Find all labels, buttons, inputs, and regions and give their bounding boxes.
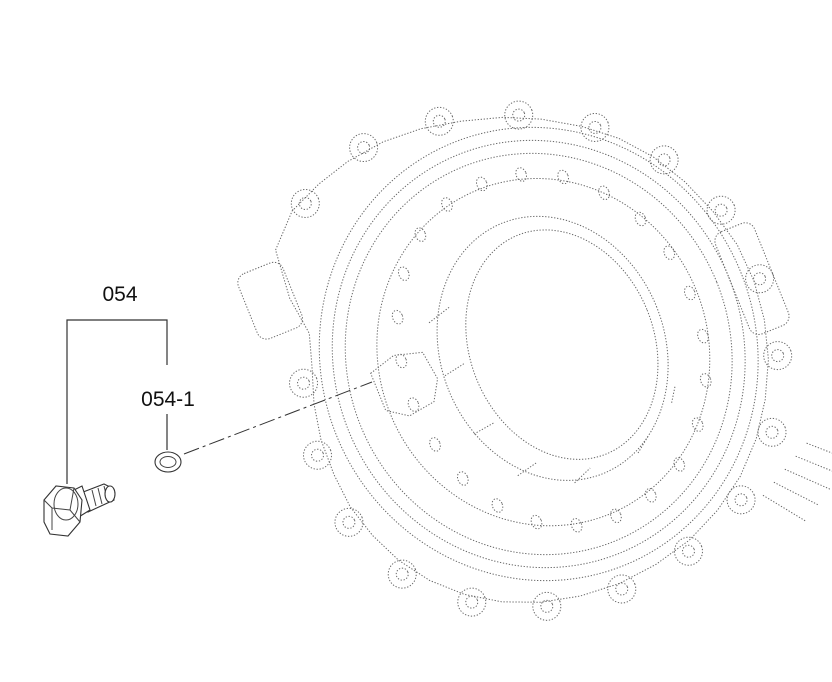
- housing-ring-4: [376, 177, 711, 527]
- housing-bore-outer: [436, 215, 669, 481]
- callout-label-054-1: 054-1: [141, 388, 195, 411]
- housing-flange: [237, 100, 832, 621]
- housing-boss-left: [237, 261, 304, 340]
- housing-ribs: [762, 442, 832, 522]
- housing-bolt-holes: [391, 167, 712, 533]
- callout-bracket-054: [66, 319, 168, 484]
- housing-lugs: [289, 100, 793, 621]
- assembly-center-line: [183, 381, 373, 455]
- callout-label-054: 054: [102, 283, 137, 306]
- housing-boss-right: [714, 222, 790, 335]
- o-ring-part: [154, 451, 182, 473]
- housing-outer-outline: [275, 116, 769, 603]
- housing-bore-depth: [428, 306, 676, 484]
- housing-ring-3: [344, 152, 733, 556]
- plug-bolt-part: [43, 483, 116, 537]
- housing-ring-1: [318, 126, 759, 582]
- housing-ring-2: [331, 139, 746, 569]
- housing-bore-inner: [465, 229, 659, 460]
- housing-port-boss: [370, 351, 439, 417]
